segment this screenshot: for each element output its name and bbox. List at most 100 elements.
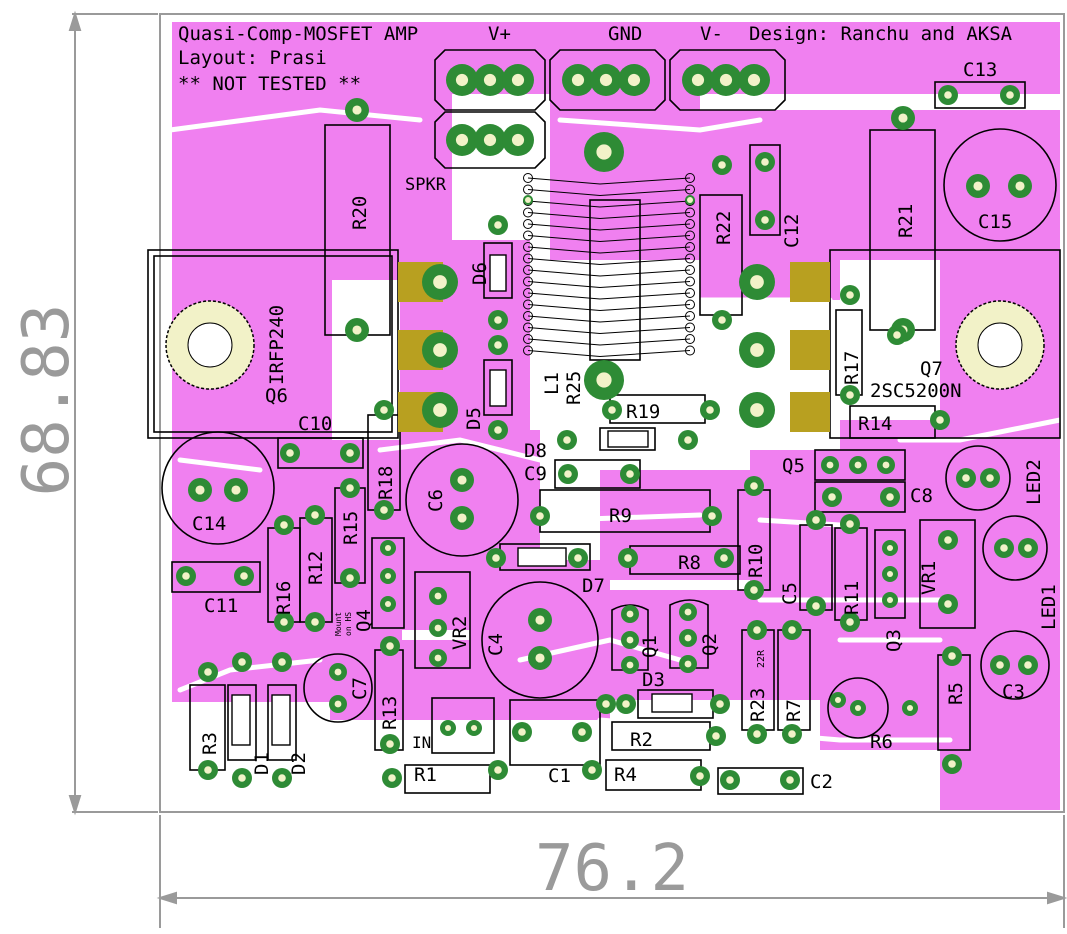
l1-winding-left-13 [523,322,533,333]
pad-18-hole [352,105,362,115]
pad-5-hole [627,73,641,87]
pad-110-hole [238,658,246,666]
pad-114-hole [444,724,452,732]
pad-103-hole [684,660,692,668]
pad-37-hole [687,197,693,203]
pad-71-hole [536,512,544,520]
pad-48-hole [564,470,572,478]
c6-label: C6 [425,489,447,512]
c8-label: C8 [910,485,933,507]
pad-14-hole [433,403,447,417]
pad-60-hole [231,485,241,495]
pad-134-hole [834,696,842,704]
pad-22-hole [596,144,612,160]
pad-6-hole [691,73,705,87]
pad-36-hole [525,197,531,203]
l1-winding-4 [527,223,691,231]
l1-winding-right-6 [685,242,695,252]
silkscreen-labels: Quasi-Comp-MOSFET AMP Layout: Prasi Desi… [178,23,1060,793]
l1-winding-left-0 [523,173,533,183]
l1-winding-6 [527,246,691,254]
d2-label: D2 [288,752,310,775]
l1-winding-7 [527,258,691,266]
pad-42-hole [893,331,901,339]
pad-125-hole [786,776,794,784]
r9-label: R9 [609,505,632,527]
pad-74-hole [574,554,582,562]
l1-winding-right-8 [685,265,695,275]
pad-30-hole [973,181,983,191]
pad-86-hole [944,536,952,544]
pad-3-hole [571,73,585,87]
pad-68-hole [311,618,319,626]
pad-34-hole [494,341,502,349]
pad-96-hole [535,615,545,625]
pad-78-hole [750,586,758,594]
c5-label: C5 [779,582,801,605]
l1-winding-right-13 [685,322,695,333]
r7-label: R7 [783,699,805,722]
pad-135-hole [948,652,956,660]
pad-85-hole [886,596,894,604]
pad-100-hole [626,661,634,669]
r13-label: R13 [379,696,401,730]
r21-label: R21 [895,204,917,238]
d1-label: D1 [251,752,273,775]
l1-winding-5 [527,235,691,243]
l1-winding-left-7 [523,253,533,264]
l1-winding-3 [527,212,691,220]
pad-101-hole [684,608,692,616]
c13-label: C13 [963,59,997,81]
pad-104-hole [334,668,342,676]
pad-9-hole [455,133,469,147]
pad-31-hole [1015,181,1025,191]
pad-108-hole [204,668,212,676]
pad-123-hole [696,772,704,780]
pad-105-hole [334,700,342,708]
l1-winding-right-14 [685,334,695,344]
l1-winding-left-11 [523,299,533,310]
vminus-label: V- [700,23,723,45]
pad-54-hole [886,493,894,501]
c7-label: C7 [349,677,371,700]
l1-winding-left-9 [523,276,533,287]
r2-label: R2 [630,729,653,751]
pad-77-hole [750,482,758,490]
pad-93-hole [434,592,442,600]
pad-65-hole [346,484,354,492]
pad-63-hole [380,406,388,414]
pad-122-hole [588,766,596,774]
l1-winding-14 [527,338,691,346]
d7-label: D7 [582,575,605,597]
pad-51-hole [854,461,862,469]
pad-38-hole [608,406,616,414]
pad-69-hole [280,521,288,529]
pad-12-hole [433,275,447,289]
r5-label: R5 [945,682,967,705]
pad-133-hole [906,704,914,712]
pad-126-hole [622,700,630,708]
vr2-label: VR2 [449,616,471,650]
pad-118-hole [388,774,396,782]
c2-label: C2 [810,771,833,793]
pad-82-hole [846,618,854,626]
pad-39-hole [706,406,714,414]
l1-winding-right-5 [685,230,695,241]
gnd-label: GND [608,23,642,45]
c10-label: C10 [298,413,332,435]
l1-winding-right-3 [685,207,695,218]
pad-119-hole [494,766,502,774]
pad-99-hole [626,636,634,644]
pad-137-hole [996,661,1004,669]
l1-winding-right-9 [685,276,695,287]
l1-winding-left-6 [523,242,533,252]
pad-57-hole [1000,544,1008,552]
l1-winding-right-10 [685,288,695,298]
l1-winding-left-8 [523,265,533,275]
pad-27-hole [761,216,769,224]
pad-32-hole [494,221,502,229]
l1-winding-left-14 [523,334,533,344]
r6-label: R6 [870,731,893,753]
